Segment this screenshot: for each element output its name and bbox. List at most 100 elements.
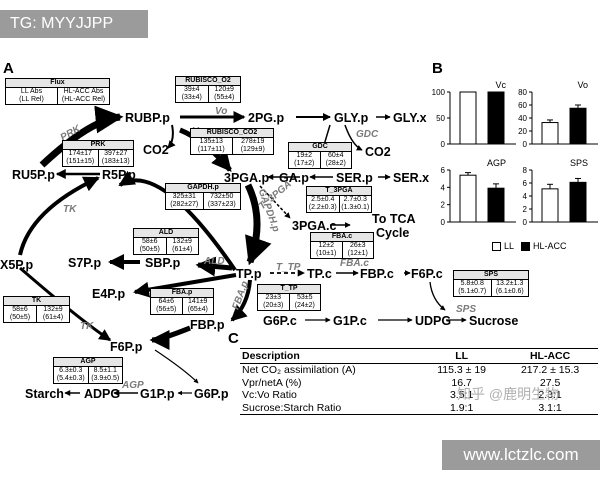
table-header-description: Description bbox=[240, 348, 422, 364]
flux-legend-ll-rel: (LL Rel) bbox=[19, 96, 44, 103]
y-tick-label: 0 bbox=[441, 218, 446, 227]
legend-label-ll: LL bbox=[504, 241, 515, 251]
enzyme-label-gdc: GDC bbox=[356, 129, 379, 140]
flux-value: 2.5±0.4 bbox=[311, 196, 335, 203]
bar-ll bbox=[459, 91, 477, 145]
flux-value: (3.9±0.5) bbox=[87, 375, 123, 383]
metabolite-x5p: X5P.p bbox=[0, 258, 34, 272]
flux-value: (61±4) bbox=[165, 246, 199, 254]
y-tick-label: 4 bbox=[441, 183, 446, 192]
flux-value: (6.1±0.6) bbox=[490, 288, 529, 296]
table-cell: Vpr/netA (%) bbox=[242, 376, 302, 389]
flux-value: 141±9 bbox=[181, 298, 214, 306]
table-cell: 27.5 bbox=[539, 376, 561, 389]
metabolite-f6p-p: F6P.p bbox=[110, 340, 143, 354]
flux-value: (33±4) bbox=[181, 94, 202, 101]
bar-ll bbox=[541, 122, 559, 145]
flux-value: 58±6 bbox=[12, 306, 28, 313]
metabolite-ga-p: GA.p bbox=[279, 171, 309, 185]
metabolite-g1p-p: G1P.p bbox=[140, 387, 175, 401]
enzyme-label-agp: AGP bbox=[122, 380, 144, 391]
bar-hl-acc bbox=[569, 181, 587, 223]
flux-value: 60±4 bbox=[319, 152, 352, 160]
flux-value: (20±3) bbox=[263, 302, 284, 309]
watermark-url: www.lctzlc.com bbox=[442, 440, 600, 470]
y-tick-label: 2 bbox=[441, 201, 446, 210]
flux-value: (12±1) bbox=[341, 250, 374, 258]
bar-hl-acc bbox=[487, 91, 505, 145]
table-header-row: Description LL HL-ACC bbox=[240, 348, 598, 364]
flux-box-title: FBA.c bbox=[311, 233, 373, 242]
enzyme-label-tk-a: TK bbox=[63, 204, 77, 215]
table-cell: 1.9:1 bbox=[421, 401, 503, 415]
y-tick-label: 80 bbox=[518, 88, 527, 97]
flux-value: (282±27) bbox=[170, 201, 199, 208]
metabolite-r5p: R5P.p bbox=[102, 168, 136, 182]
flux-value: 23±3 bbox=[265, 294, 282, 301]
flux-value: 397±27 bbox=[97, 150, 134, 158]
flux-value: 325±31 bbox=[172, 193, 196, 200]
legend-label-hl-acc: HL-ACC bbox=[533, 241, 567, 251]
flux-value: 19±2 bbox=[296, 152, 313, 159]
flux-value: 732±50 bbox=[202, 193, 241, 201]
flux-value: (50±5) bbox=[9, 314, 31, 321]
table-cell: Net CO₂ assimilation (A) bbox=[242, 364, 356, 376]
bar-ll bbox=[541, 188, 559, 223]
flux-legend-hl-abs: HL-ACC Abs bbox=[57, 88, 109, 96]
flux-value: (183±13) bbox=[97, 158, 134, 166]
y-tick-label: 0 bbox=[523, 140, 528, 149]
flux-value: (5.4±0.3) bbox=[56, 375, 85, 382]
table-cell: 217.2 ± 15.3 bbox=[520, 364, 580, 376]
metabolite-3pga-p: 3PGA.p bbox=[224, 171, 270, 185]
table-row: Vc:Vo Ratio 3.5:1 2.3:1 bbox=[240, 389, 598, 402]
flux-value: (55±4) bbox=[207, 94, 241, 102]
legend-swatch-ll bbox=[492, 241, 501, 251]
flux-box-title: GAPDH.p bbox=[166, 184, 240, 193]
y-tick-label: 6 bbox=[441, 166, 446, 175]
y-tick-label: 0 bbox=[441, 140, 446, 149]
table-row: Vpr/netA (%) 16.7 27.5 bbox=[240, 377, 598, 390]
flux-value: (10±1) bbox=[316, 250, 337, 257]
flux-value: 2.7±0.3 bbox=[338, 196, 372, 204]
enzyme-label-t-tp: T_TP bbox=[276, 262, 301, 273]
y-tick-label: 100 bbox=[432, 88, 446, 97]
metabolite-sucrose: Sucrose bbox=[469, 314, 519, 328]
bar-ll bbox=[459, 174, 477, 223]
flux-box-title: ALD bbox=[134, 229, 198, 238]
metabolite-g6p-p: G6P.p bbox=[194, 387, 229, 401]
table-cell: 115.3 ± 19 bbox=[437, 364, 487, 376]
table-cell: 3.1:1 bbox=[502, 401, 598, 415]
metabolite-g6p-c: G6P.c bbox=[263, 314, 297, 328]
metabolite-f6p-c: F6P.c bbox=[411, 267, 443, 281]
flux-box-title: GDC bbox=[289, 143, 351, 152]
flux-value: 13.2±1.3 bbox=[490, 280, 529, 288]
metabolite-udpg: UDPG bbox=[415, 314, 452, 328]
metabolite-rubp: RUBP.p bbox=[125, 111, 170, 125]
flux-box-title: TK bbox=[4, 297, 69, 306]
summary-table: Description LL HL-ACC Net CO₂ assimilati… bbox=[240, 348, 598, 415]
flux-value: 6.3±0.3 bbox=[59, 367, 83, 374]
enzyme-label-sps: SPS bbox=[456, 304, 477, 315]
enzyme-label-ald: ALD bbox=[204, 256, 225, 267]
flux-value: 39±4 bbox=[183, 86, 200, 93]
metabolite-e4p: E4P.p bbox=[92, 287, 126, 301]
metabolite-fbp-c: FBP.c bbox=[360, 267, 394, 281]
flux-value: (1.3±0.1) bbox=[338, 204, 372, 212]
metabolite-sbp: SBP.p bbox=[145, 256, 181, 270]
metabolite-3pga-c: 3PGA.c bbox=[292, 219, 337, 233]
y-tick-label: 50 bbox=[436, 114, 445, 123]
table-header-hl-acc: HL-ACC bbox=[502, 348, 598, 364]
metabolite-gly-p: GLY.p bbox=[334, 111, 369, 125]
enzyme-label-fba-c: FBA.c bbox=[340, 258, 369, 269]
